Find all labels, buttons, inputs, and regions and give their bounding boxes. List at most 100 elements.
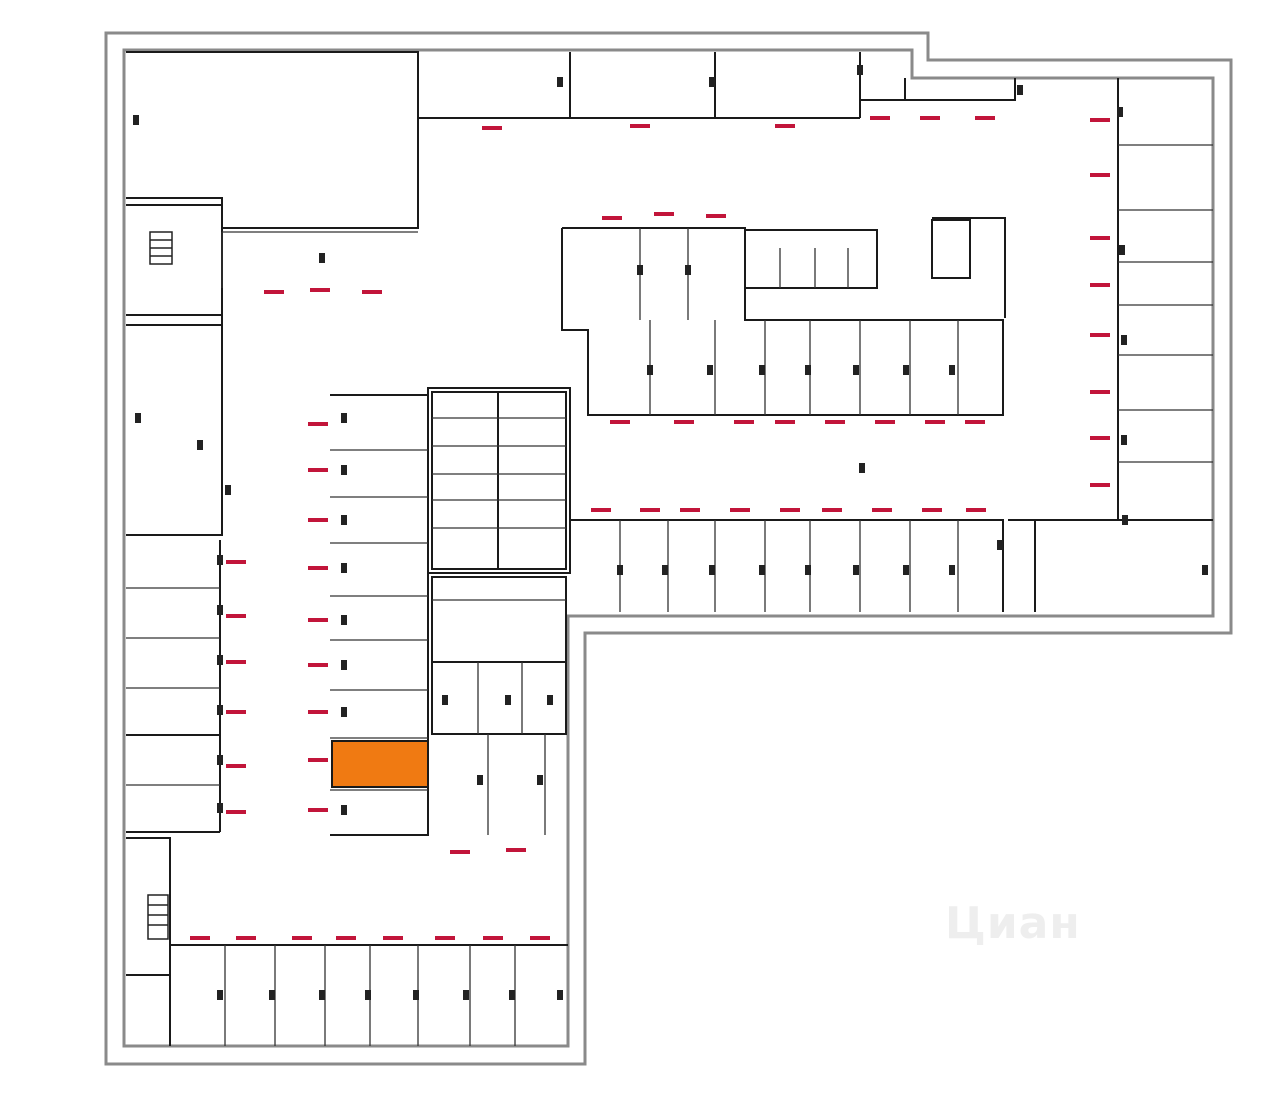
parking-mark-icon — [630, 124, 650, 128]
column-icon — [217, 705, 223, 715]
parking-mark-icon — [308, 566, 328, 570]
inner-walls — [126, 51, 1213, 1046]
column-icon — [319, 990, 325, 1000]
parking-mark-icon — [1090, 333, 1110, 337]
column-icon — [217, 555, 223, 565]
parking-mark-icon — [591, 508, 611, 512]
column-marks — [133, 65, 1208, 1000]
parking-mark-icon — [1090, 436, 1110, 440]
parking-mark-icon — [506, 848, 526, 852]
parking-mark-icon — [1090, 483, 1110, 487]
column-icon — [857, 65, 863, 75]
parking-mark-icon — [308, 618, 328, 622]
parking-mark-icon — [308, 808, 328, 812]
parking-mark-icon — [975, 116, 995, 120]
parking-mark-icon — [308, 710, 328, 714]
parking-mark-icon — [1090, 236, 1110, 240]
column-icon — [341, 413, 347, 423]
column-icon — [557, 990, 563, 1000]
column-icon — [637, 265, 643, 275]
parking-mark-icon — [308, 758, 328, 762]
column-icon — [217, 655, 223, 665]
parking-mark-icon — [640, 508, 660, 512]
column-icon — [547, 695, 553, 705]
stair-icon — [147, 894, 169, 940]
column-icon — [341, 660, 347, 670]
column-icon — [949, 365, 955, 375]
column-icon — [709, 77, 715, 87]
column-icon — [903, 565, 909, 575]
parking-mark-icon — [706, 214, 726, 218]
column-icon — [759, 565, 765, 575]
parking-mark-icon — [920, 116, 940, 120]
parking-mark-icon — [602, 216, 622, 220]
column-icon — [341, 465, 347, 475]
column-icon — [1119, 245, 1125, 255]
column-icon — [341, 707, 347, 717]
parking-mark-icon — [1090, 118, 1110, 122]
parking-mark-icon — [1090, 390, 1110, 394]
parking-mark-icon — [226, 764, 246, 768]
parking-mark-icon — [825, 420, 845, 424]
parking-mark-icon — [308, 663, 328, 667]
column-icon — [197, 440, 203, 450]
column-icon — [135, 413, 141, 423]
column-icon — [1121, 335, 1127, 345]
column-icon — [463, 990, 469, 1000]
column-icon — [853, 565, 859, 575]
column-icon — [617, 565, 623, 575]
column-icon — [217, 803, 223, 813]
column-icon — [477, 775, 483, 785]
column-icon — [685, 265, 691, 275]
parking-mark-icon — [734, 420, 754, 424]
column-icon — [341, 615, 347, 625]
parking-mark-icon — [780, 508, 800, 512]
column-icon — [805, 565, 811, 575]
column-icon — [217, 755, 223, 765]
parking-mark-icon — [226, 810, 246, 814]
parking-mark-icon — [925, 420, 945, 424]
parking-mark-icon — [435, 936, 455, 940]
column-icon — [217, 990, 223, 1000]
column-icon — [365, 990, 371, 1000]
parking-mark-icon — [965, 420, 985, 424]
column-icon — [1017, 85, 1023, 95]
parking-mark-icon — [308, 468, 328, 472]
column-icon — [505, 695, 511, 705]
column-icon — [225, 485, 231, 495]
column-icon — [133, 115, 139, 125]
parking-mark-icon — [610, 420, 630, 424]
parking-mark-icon — [226, 660, 246, 664]
parking-mark-icon — [226, 614, 246, 618]
space-number-marks — [190, 116, 1110, 940]
parking-mark-icon — [236, 936, 256, 940]
column-icon — [341, 515, 347, 525]
parking-mark-icon — [1090, 283, 1110, 287]
column-icon — [707, 365, 713, 375]
column-icon — [647, 365, 653, 375]
column-icon — [759, 365, 765, 375]
column-icon — [319, 253, 325, 263]
parking-mark-icon — [822, 508, 842, 512]
column-icon — [341, 563, 347, 573]
highlighted-parking-space[interactable] — [331, 740, 429, 788]
parking-mark-icon — [654, 212, 674, 216]
parking-mark-icon — [450, 850, 470, 854]
parking-mark-icon — [775, 124, 795, 128]
parking-mark-icon — [870, 116, 890, 120]
column-icon — [859, 463, 865, 473]
parking-mark-icon — [310, 288, 330, 292]
column-icon — [997, 540, 1003, 550]
parking-mark-icon — [336, 936, 356, 940]
parking-mark-icon — [308, 518, 328, 522]
parking-mark-icon — [292, 936, 312, 940]
column-icon — [1117, 107, 1123, 117]
parking-mark-icon — [680, 508, 700, 512]
column-icon — [805, 365, 811, 375]
parking-mark-icon — [482, 126, 502, 130]
stair-icon — [149, 231, 173, 265]
column-icon — [341, 805, 347, 815]
parking-mark-icon — [674, 420, 694, 424]
parking-mark-icon — [1090, 173, 1110, 177]
parking-mark-icon — [383, 936, 403, 940]
